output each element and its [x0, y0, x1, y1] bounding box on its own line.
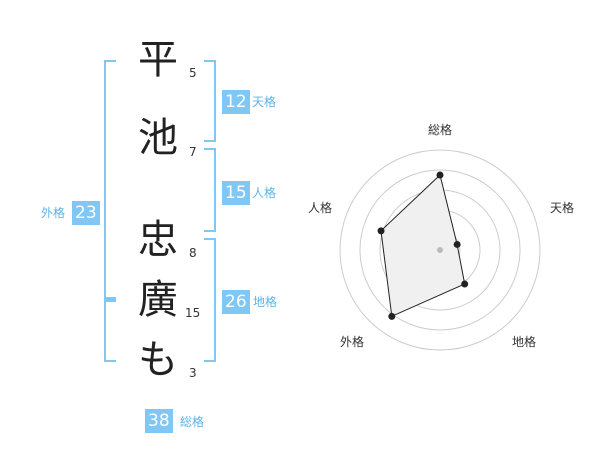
stroke-count-3: 8 — [189, 246, 197, 260]
stroke-count-4: 15 — [185, 306, 201, 320]
radar-axis-label-chikaku: 地格 — [512, 334, 536, 349]
chikaku-value: 26 — [222, 290, 250, 314]
jinkaku-value: 15 — [222, 181, 250, 205]
radar-point — [436, 171, 444, 179]
stroke-count-1: 5 — [189, 66, 197, 80]
jinkaku-label: 人格 — [252, 186, 277, 200]
name-char-4: 廣 — [138, 277, 178, 323]
gaikaku-value: 23 — [72, 201, 100, 225]
chikaku-bracket — [204, 238, 216, 362]
name-char-3: 忠 — [138, 217, 178, 263]
radar-center — [437, 247, 443, 253]
radar-axis-label-tenkaku: 天格 — [550, 200, 574, 215]
radar-grid-ring — [359, 169, 521, 331]
radar-axis-label-soukaku: 総格 — [428, 122, 452, 137]
name-char-1: 平 — [138, 37, 178, 83]
stroke-count-5: 3 — [189, 366, 197, 380]
radar-polygon — [380, 174, 466, 318]
gaikaku-bracket-top — [104, 60, 116, 302]
radar-point — [388, 312, 396, 320]
tenkaku-value: 12 — [222, 90, 250, 114]
radar-point — [453, 240, 461, 248]
stroke-count-2: 7 — [189, 145, 197, 159]
radar-axis-label-gaikaku: 外格 — [340, 334, 364, 349]
gaikaku-label: 外格 — [41, 206, 66, 220]
radar-chart: 総格 天格 地格 外格 人格 — [308, 122, 574, 351]
gaikaku-bracket-bottom — [104, 298, 116, 362]
soukaku-label: 総格 — [180, 415, 205, 429]
radar-point — [377, 227, 385, 235]
chikaku-label: 地格 — [253, 295, 278, 309]
jinkaku-bracket — [204, 148, 216, 232]
name-char-5: も — [138, 337, 178, 383]
tenkaku-bracket — [204, 60, 216, 142]
soukaku-value: 38 — [145, 409, 173, 433]
tenkaku-label: 天格 — [252, 95, 277, 109]
radar-axis-label-jinkaku: 人格 — [308, 200, 332, 215]
gaikaku-bracket-top-cap — [104, 297, 116, 299]
radar-points — [377, 171, 469, 320]
radar-grid-ring — [339, 149, 541, 351]
radar-point — [461, 280, 469, 288]
name-char-2: 池 — [138, 115, 178, 161]
